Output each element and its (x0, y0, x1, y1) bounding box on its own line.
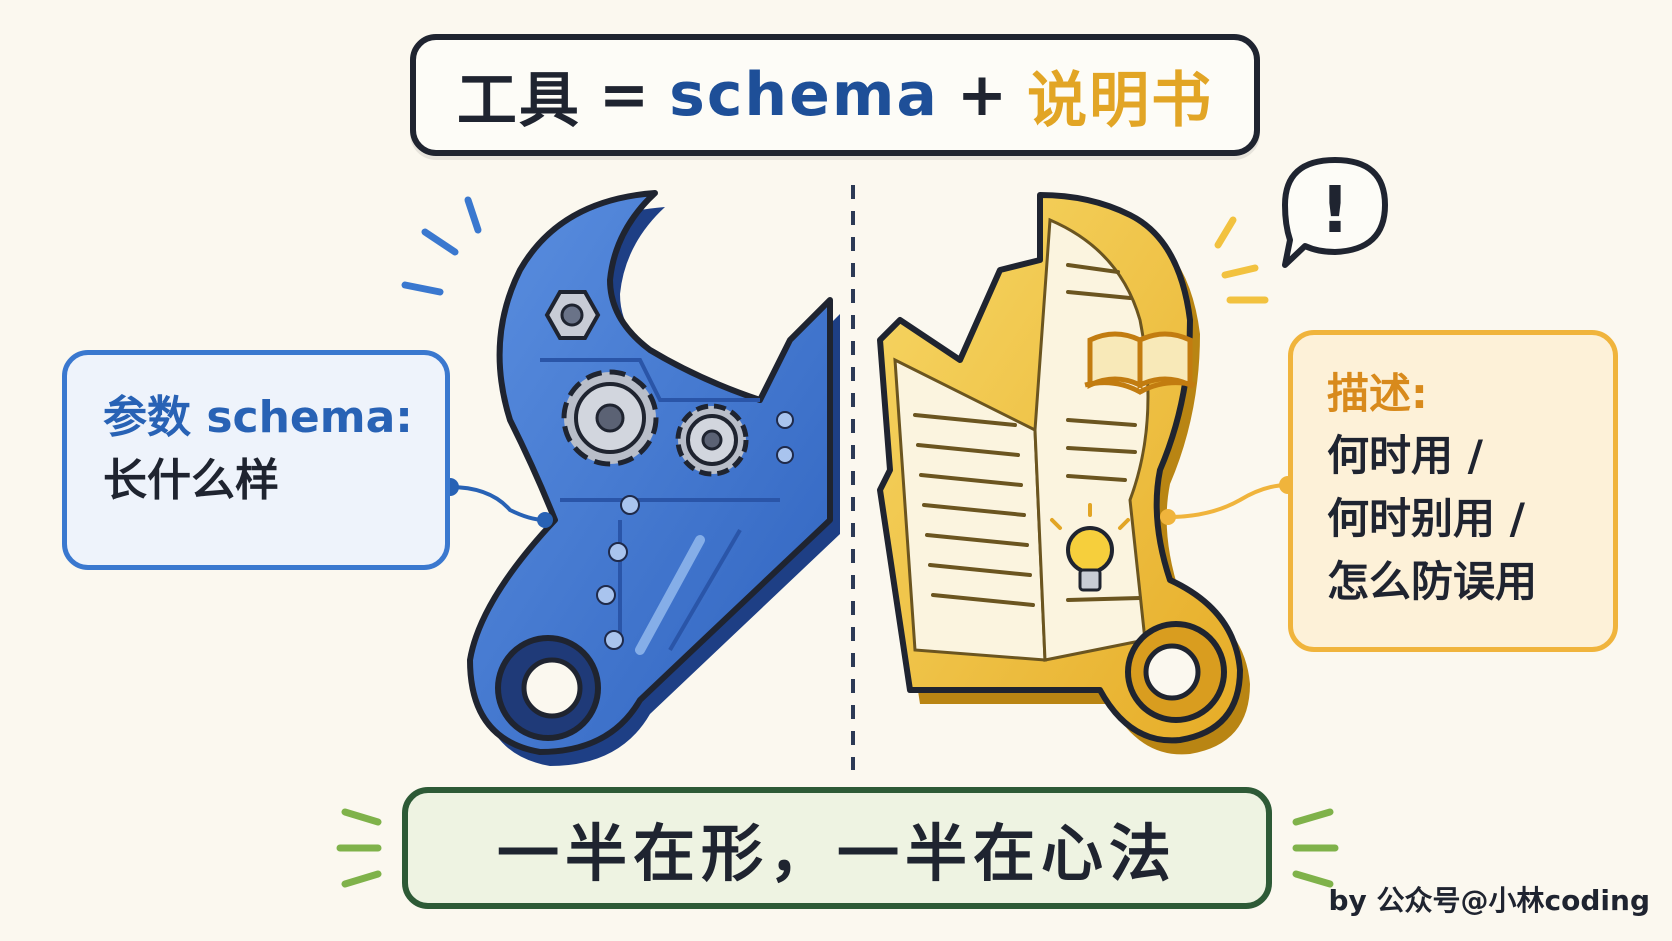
title-tool: 工具 (456, 65, 581, 136)
right-connector (1160, 476, 1297, 525)
title-plus: + (956, 60, 1010, 130)
schema-card-text: 长什么样 (103, 455, 279, 507)
description-line-when-to-use: 何时用 / (1327, 430, 1483, 480)
description-card: 描述: 何时用 / 何时别用 / 怎么防误用 (1288, 330, 1618, 652)
description-card-heading: 描述: (1327, 369, 1428, 418)
description-line-prevent-misuse: 怎么防误用 (1327, 556, 1538, 606)
bottom-banner-text: 一半在形，一半在心法 (496, 817, 1177, 890)
schema-card-heading: 参数 schema: (103, 392, 413, 443)
speech-bubble-icon (1282, 157, 1388, 268)
schema-card: 参数 schema: 长什么样 (62, 350, 450, 570)
hex-nut-icon (544, 290, 601, 340)
schema-wrench-half (401, 190, 840, 766)
bottom-accent-marks (336, 808, 1339, 888)
title-manual: 说明书 (1027, 65, 1214, 136)
book-icon (1084, 331, 1196, 395)
title-equals: = (598, 60, 652, 130)
gear-icon (561, 369, 659, 467)
bottom-banner: 一半在形，一半在心法 (402, 787, 1272, 909)
left-connector (441, 478, 553, 528)
description-line-when-not-to-use: 何时别用 / (1327, 493, 1525, 543)
manual-wrench-half (877, 192, 1269, 755)
title-banner: 工具 = schema + 说明书 (410, 34, 1260, 156)
title-schema: schema (669, 60, 939, 130)
small-gear-icon (675, 403, 749, 477)
lightbulb-icon (1050, 503, 1130, 592)
author-credit: by 公众号@小林coding (1328, 884, 1651, 917)
exclamation-mark: ! (1320, 174, 1349, 248)
